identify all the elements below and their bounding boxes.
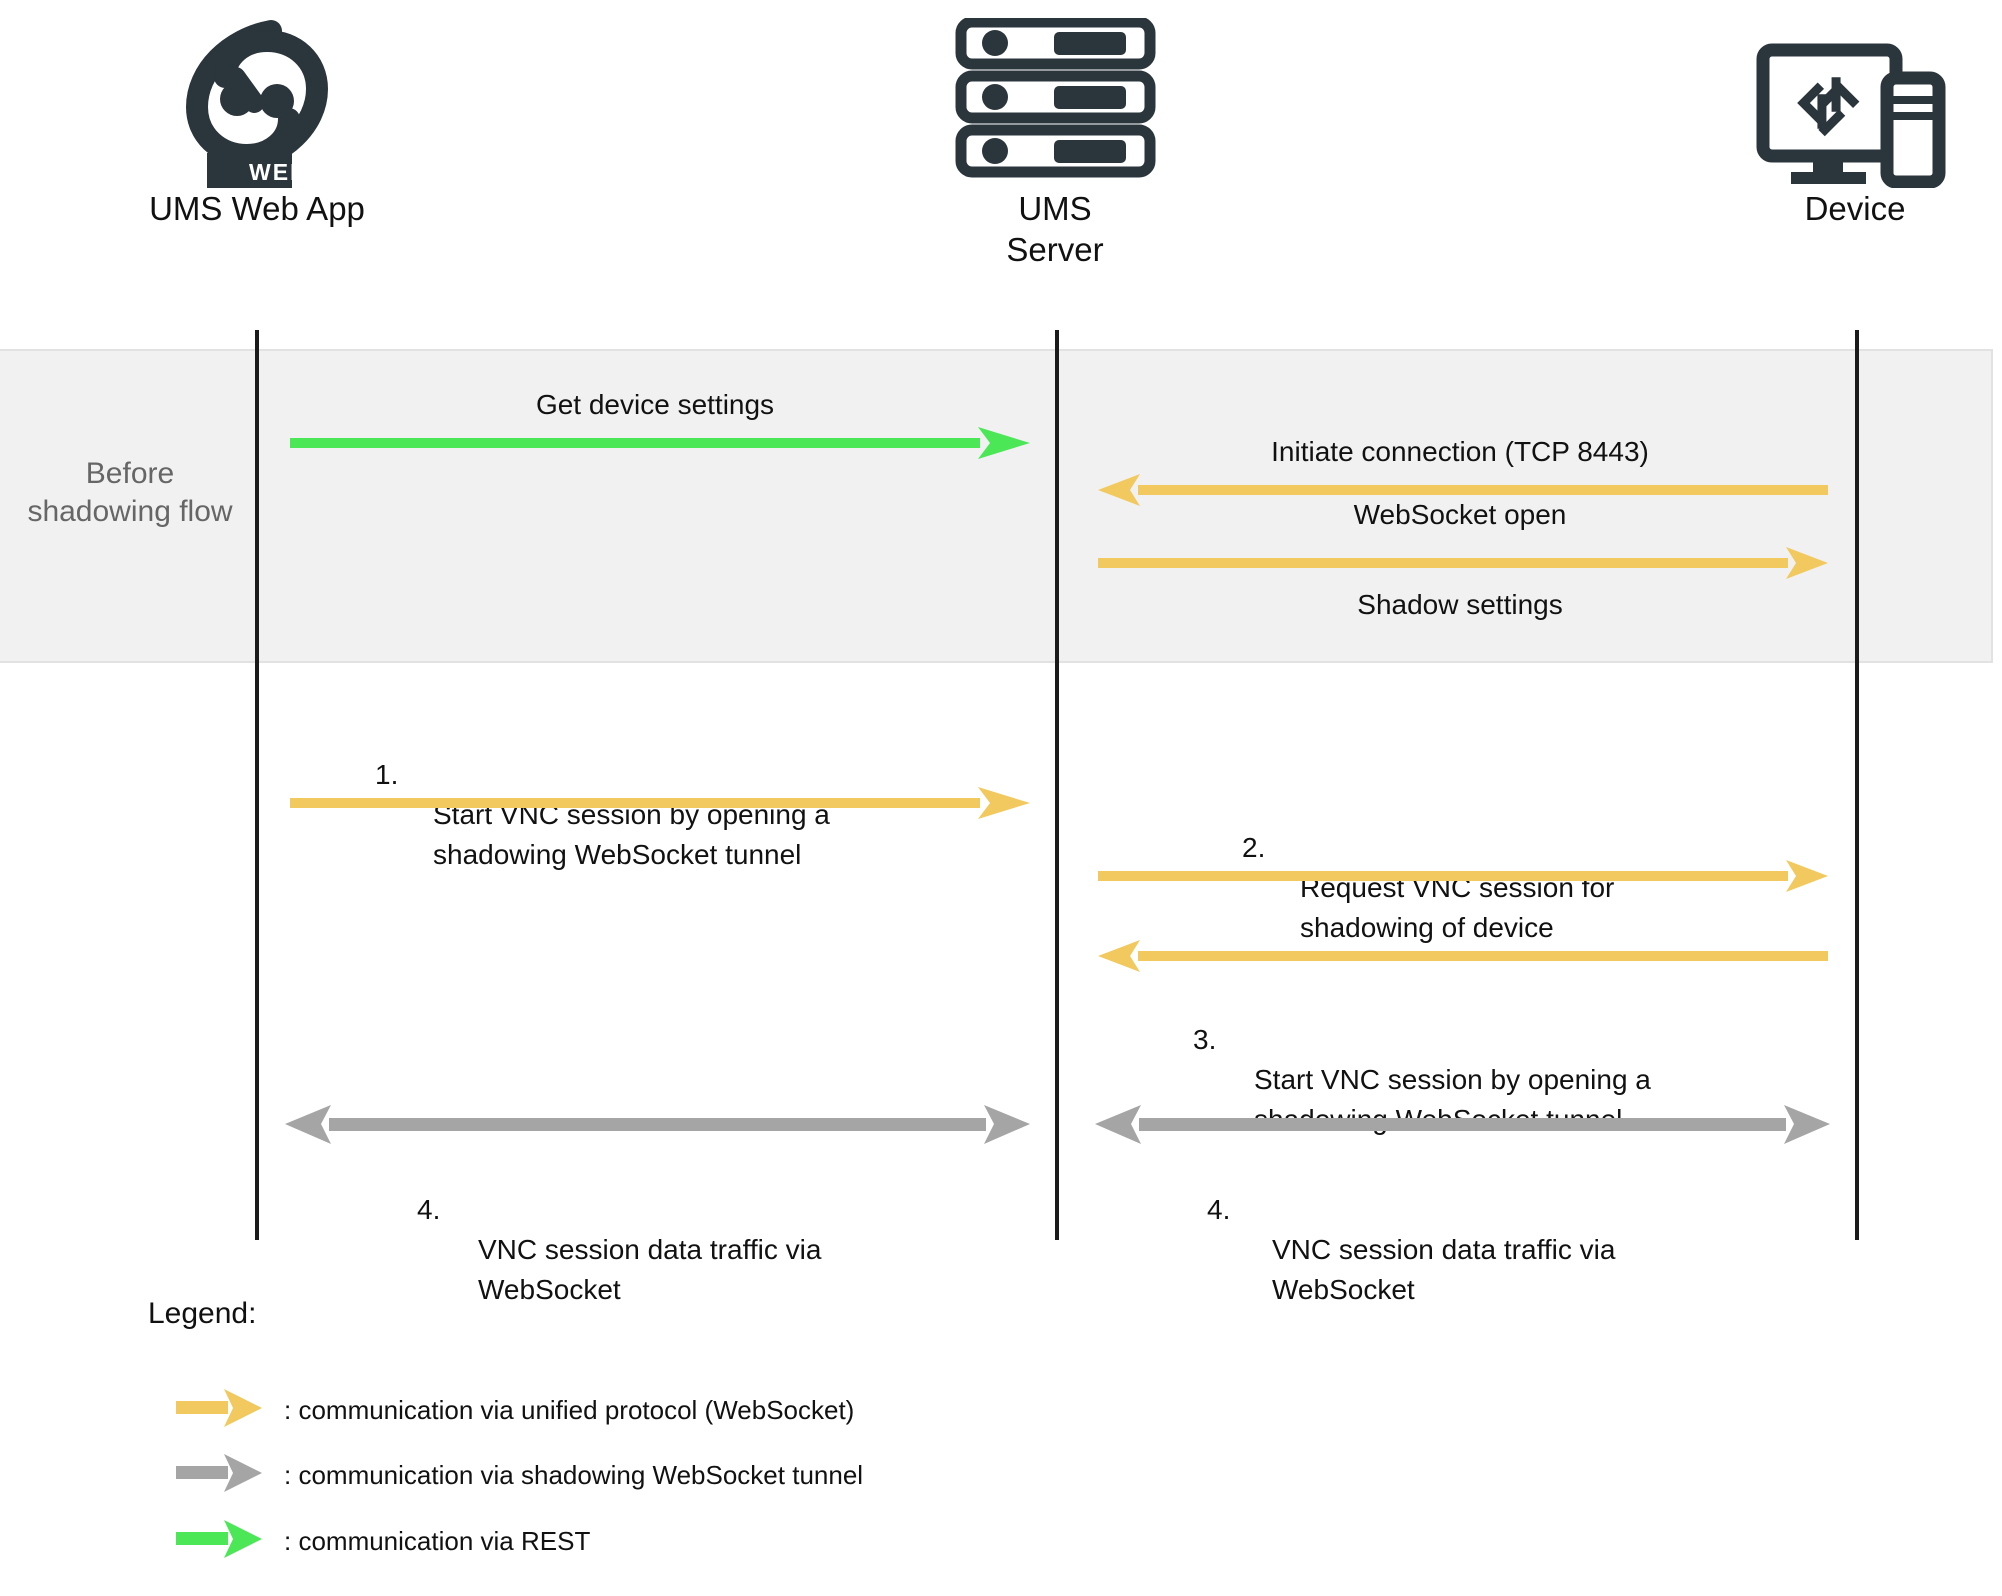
message-label-vnc-data-traffic-webapp: 4. VNC session data traffic via WebSocke… [417, 1150, 1000, 1310]
legend-arrow-rest-icon [176, 1516, 262, 1567]
legend-text-websocket: : communication via unified protocol (We… [284, 1395, 855, 1425]
actor-device: Device [1655, 8, 2002, 229]
actor-label-device: Device [1804, 190, 1906, 227]
message-text-1: Start VNC session by opening a shadowing… [433, 799, 830, 870]
lifeline-device [1855, 330, 1859, 1240]
actor-ums-web-app: WEB UMS Web App [57, 8, 457, 229]
message-number-2: 2. [1242, 832, 1266, 863]
actor-ums-server: UMS Server [855, 8, 1255, 270]
legend-item-websocket: : communication via unified protocol (We… [176, 1385, 854, 1436]
arrow-start-vnc-session-device [1098, 938, 1828, 979]
message-label-shadow-settings: Shadow settings [1357, 589, 1563, 620]
legend-item-rest: : communication via REST [176, 1516, 590, 1567]
message-label-websocket-open: WebSocket open [1353, 499, 1567, 530]
actor-label-ums-server: UMS Server [1006, 190, 1104, 268]
svg-text:WEB: WEB [249, 159, 309, 185]
arrow-start-vnc-session-webapp [290, 785, 1030, 826]
arrow-vnc-data-traffic-webapp [285, 1103, 1030, 1152]
arrow-get-device-settings [290, 425, 1030, 466]
legend-arrow-shadow-icon [176, 1450, 262, 1501]
message-number-1: 1. [375, 759, 399, 790]
arrow-request-vnc-session [1098, 858, 1828, 899]
message-number-4-right: 4. [1207, 1194, 1231, 1225]
arrow-websocket-open [1098, 545, 1828, 586]
message-text-2: Request VNC session for shadowing of dev… [1300, 872, 1615, 943]
actor-label-ums-web-app: UMS Web App [149, 190, 365, 227]
message-label-get-device-settings: Get device settings [535, 389, 775, 420]
legend-text-shadow: : communication via shadowing WebSocket … [284, 1460, 864, 1490]
before-shadowing-phase-band [0, 349, 1993, 663]
message-text-4-left: VNC session data traffic via WebSocket [478, 1234, 822, 1305]
arrow-vnc-data-traffic-device [1095, 1103, 1830, 1152]
phase-band-label: Before shadowing flow [27, 457, 233, 528]
message-label-start-vnc-session-webapp: 1. Start VNC session by opening a shadow… [375, 715, 998, 875]
arrow-initiate-connection [1098, 472, 1828, 513]
ums-web-logo-icon: WEB [57, 8, 457, 188]
message-number-3: 3. [1193, 1024, 1217, 1055]
server-rack-icon [855, 8, 1255, 188]
legend-arrow-websocket-icon [176, 1385, 262, 1436]
legend-item-shadow: : communication via shadowing WebSocket … [176, 1450, 863, 1501]
desktop-device-icon [1655, 8, 2002, 188]
legend-text-rest: : communication via REST [284, 1526, 591, 1556]
lifeline-ums-web-app [255, 330, 259, 1240]
message-label-vnc-data-traffic-device: 4. VNC session data traffic via WebSocke… [1207, 1150, 1810, 1310]
message-number-4-left: 4. [417, 1194, 441, 1225]
message-text-4-right: VNC session data traffic via WebSocket [1272, 1234, 1616, 1305]
legend-title: Legend: [148, 1297, 257, 1330]
lifeline-ums-server [1055, 330, 1059, 1240]
message-label-request-vnc-session: 2. Request VNC session for shadowing of … [1242, 788, 1805, 948]
message-label-initiate-connection: Initiate connection (TCP 8443) [1271, 436, 1649, 467]
